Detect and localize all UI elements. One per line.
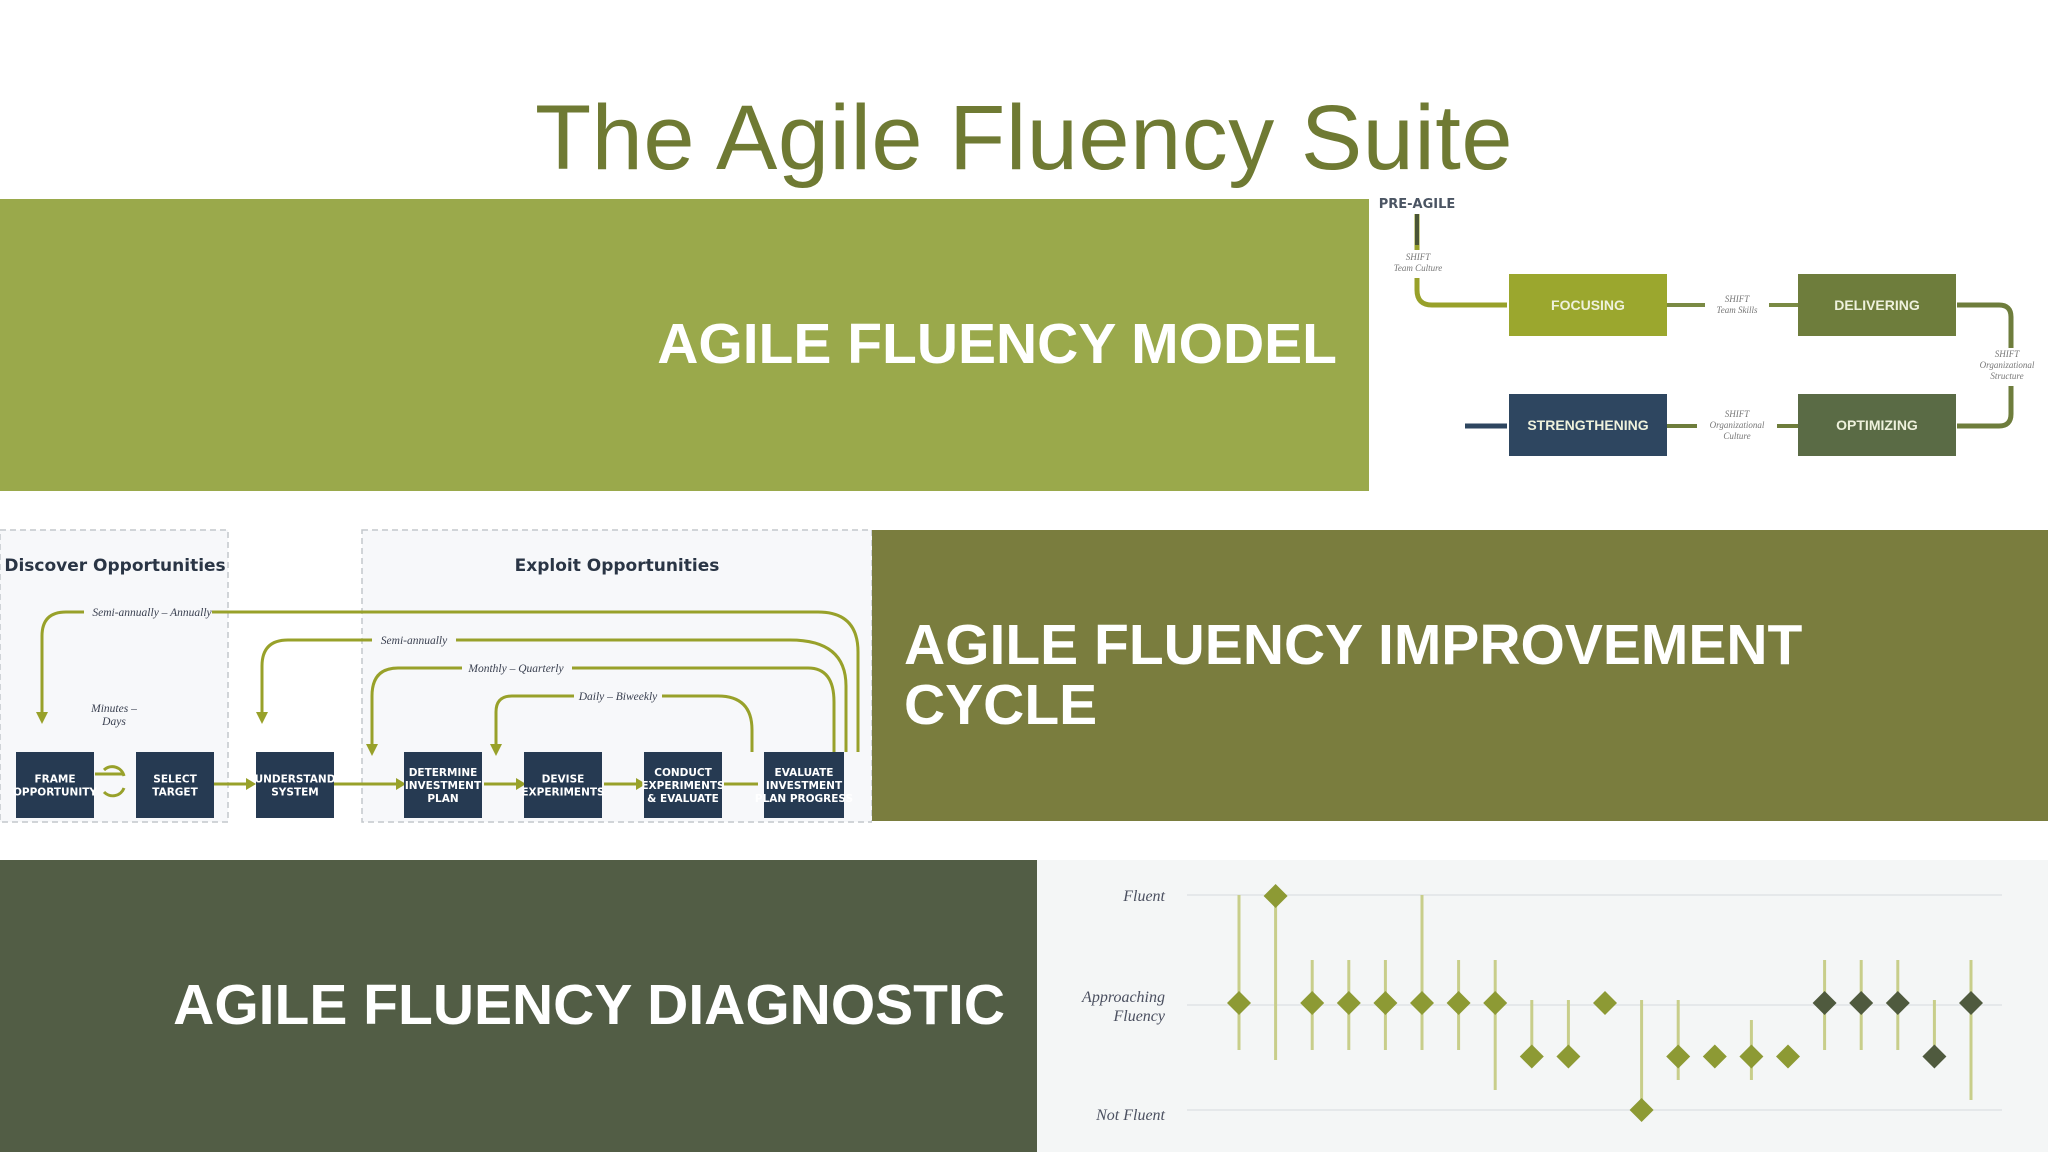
diagnostic-label-not-fluent: Not Fluent	[1095, 1107, 1165, 1124]
shift-label: SHIFT	[1725, 409, 1750, 419]
frequency-label: Days	[101, 716, 126, 728]
step-box-select	[136, 752, 214, 818]
step-box-understand	[256, 752, 334, 818]
step-label-evaluate: EVALUATE	[775, 767, 834, 779]
step-label-conduct: & EVALUATE	[647, 793, 719, 805]
zone-optimizing	[1798, 394, 1956, 456]
zone-focusing	[1509, 274, 1667, 336]
zone-optimizing-label: OPTIMIZING	[1836, 417, 1918, 433]
shift-label: SHIFT	[1995, 349, 2020, 359]
discover-title: Discover Opportunities	[4, 556, 225, 576]
diagnostic-marker	[1227, 991, 1251, 1015]
step-label-select: TARGET	[152, 787, 198, 799]
diagnostic-marker	[1410, 991, 1434, 1015]
zone-delivering-label: DELIVERING	[1834, 297, 1920, 313]
step-label-understand: UNDERSTAND	[255, 774, 336, 786]
fluency-model-diagram: SHIFT Team Culture SHIFT Team Skills SHI…	[1369, 190, 2048, 495]
zone-strengthening	[1509, 394, 1667, 456]
diagnostic-marker	[1812, 991, 1837, 1015]
improvement-cycle-band: AGILE FLUENCY IMPROVEMENT CYCLE	[872, 530, 2048, 821]
zone-focusing-label: FOCUSING	[1551, 297, 1625, 313]
pre-agile-label: PRE-AGILE	[1379, 197, 1456, 212]
diagnostic-label: AGILE FLUENCY DIAGNOSTIC	[173, 973, 1005, 1038]
diagnostic-marker	[1959, 991, 1983, 1015]
zone-delivering	[1798, 274, 1956, 336]
shift-label: Organizational	[1710, 420, 1765, 430]
shift-label: SHIFT	[1406, 252, 1431, 262]
diagnostic-chart: Fluent Approaching Fluency Not Fluent	[1037, 860, 2048, 1152]
diagnostic-marker	[1922, 1044, 1947, 1069]
diagnostic-marker	[1373, 991, 1398, 1015]
step-label-determine: INVESTMENT	[405, 780, 482, 792]
step-label-determine: DETERMINE	[409, 767, 478, 779]
step-box-determine	[404, 752, 482, 818]
diagnostic-marker	[1446, 991, 1471, 1015]
step-label-evaluate: INVESTMENT	[766, 780, 843, 792]
diagnostic-marker	[1263, 884, 1288, 908]
diagnostic-marker	[1739, 1044, 1764, 1069]
frequency-label: Minutes –	[90, 703, 137, 715]
step-label-determine: PLAN	[427, 793, 458, 805]
improvement-cycle-diagram: Discover Opportunities Exploit Opportuni…	[0, 526, 873, 826]
zone-strengthening-label: STRENGTHENING	[1527, 417, 1648, 433]
diagnostic-marker	[1556, 1044, 1581, 1069]
diagnostic-marker	[1629, 1098, 1654, 1122]
step-label-conduct: EXPERIMENTS	[641, 780, 724, 792]
diagnostic-marker	[1519, 1044, 1544, 1069]
diagnostic-marker	[1702, 1044, 1727, 1069]
diagnostic-label-approaching: Approaching	[1081, 989, 1165, 1006]
step-label-understand: SYSTEM	[271, 787, 319, 799]
fluency-model-band: AGILE FLUENCY MODEL	[0, 199, 1369, 491]
diagnostic-marker	[1483, 991, 1508, 1015]
improvement-cycle-label: AGILE FLUENCY IMPROVEMENT CYCLE	[904, 612, 1803, 737]
diagnostic-marker	[1666, 1044, 1691, 1069]
step-box-frame	[16, 752, 94, 818]
fluency-model-label: AGILE FLUENCY MODEL	[657, 312, 1337, 377]
page-title: The Agile Fluency Suite	[534, 87, 1514, 189]
diagnostic-marker	[1885, 991, 1910, 1015]
step-label-select: SELECT	[153, 774, 197, 786]
frequency-label: Semi-annually – Annually	[92, 607, 212, 619]
step-box-conduct	[644, 752, 722, 818]
step-label-devise: DEVISE	[542, 774, 585, 786]
frequency-label: Daily – Biweekly	[578, 691, 658, 703]
step-label-frame: FRAME	[34, 774, 75, 786]
diagnostic-marker	[1593, 991, 1617, 1015]
diagnostic-marker	[1336, 991, 1361, 1015]
diagnostic-label-fluent: Fluent	[1122, 888, 1165, 905]
diagnostic-marker	[1849, 991, 1874, 1015]
step-box-devise	[524, 752, 602, 818]
shift-label: Structure	[1990, 371, 2023, 381]
exploit-title: Exploit Opportunities	[515, 556, 720, 576]
shift-label: Team Culture	[1394, 263, 1443, 273]
diagnostic-label-fluency: Fluency	[1112, 1008, 1165, 1025]
step-label-conduct: CONDUCT	[654, 767, 712, 779]
diagnostic-marker	[1300, 991, 1325, 1015]
frequency-label: Monthly – Quarterly	[467, 663, 564, 675]
diagnostic-marker	[1776, 1044, 1800, 1069]
diagnostic-band: AGILE FLUENCY DIAGNOSTIC	[0, 860, 1037, 1152]
shift-label: Organizational	[1980, 360, 2035, 370]
shift-label: Team Skills	[1717, 305, 1758, 315]
step-label-devise: EXPERIMENTS	[521, 787, 604, 799]
step-label-evaluate: PLAN PROGRESS	[755, 793, 853, 805]
frequency-label: Semi-annually	[381, 635, 448, 647]
step-box-evaluate	[764, 752, 844, 818]
shift-label: Culture	[1723, 431, 1750, 441]
step-label-frame: OPPORTUNITY	[13, 787, 97, 799]
shift-label: SHIFT	[1725, 294, 1750, 304]
